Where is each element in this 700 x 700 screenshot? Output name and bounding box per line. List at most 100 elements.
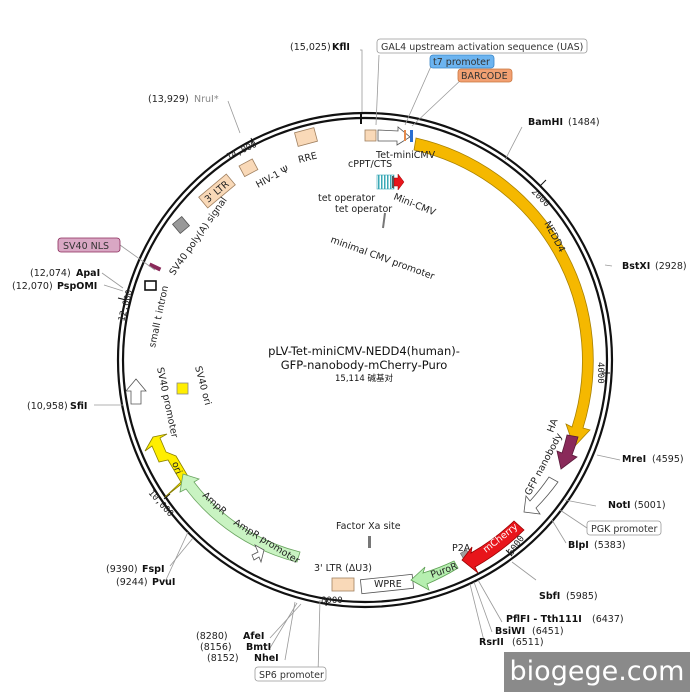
sv40-nls-marker xyxy=(148,262,162,272)
site-nhei[interactable]: NheI xyxy=(254,653,279,664)
ltr3-label: 3' LTR (ΔU3) xyxy=(314,563,372,574)
barcode-callout-label[interactable]: BARCODE xyxy=(461,71,508,82)
leader-lines xyxy=(94,49,621,675)
puror-label: PuroR xyxy=(429,561,459,581)
site-noti[interactable]: NotI xyxy=(608,500,631,511)
site-pspomi-pos: (12,070) xyxy=(12,281,53,292)
site-rsrii-pos: (6511) xyxy=(512,637,544,648)
rre-box[interactable] xyxy=(294,127,318,147)
site-pflfi[interactable]: PflFI - Tth111I xyxy=(506,614,582,625)
ampr-promoter-arrow[interactable] xyxy=(251,544,265,564)
site-bstxi[interactable]: BstXI xyxy=(622,261,650,272)
mini-cmv-arrow[interactable] xyxy=(393,173,405,191)
site-bmti-pos: (8156) xyxy=(200,642,232,653)
small-t-intron-label: small t intron xyxy=(147,285,171,349)
uas-callout-box xyxy=(376,38,588,54)
tet-operator-stack[interactable] xyxy=(376,174,395,190)
tick-label: 4000 xyxy=(595,362,605,384)
tick-label: 8000 xyxy=(321,596,343,606)
minimal-cmv-label: minimal CMV promoter xyxy=(329,234,436,282)
site-afei[interactable]: AfeI xyxy=(243,631,264,642)
watermark: biogege.com xyxy=(504,652,690,692)
mcherry-arrow[interactable] xyxy=(461,520,525,574)
uas-callout-label[interactable]: GAL4 upstream activation sequence (UAS) xyxy=(381,42,583,53)
site-nhei-pos: (8152) xyxy=(207,653,239,664)
site-afei-pos: (8280) xyxy=(196,631,228,642)
hiv-psi-label: HIV-1 Ψ xyxy=(254,164,291,191)
ha-label: HA xyxy=(545,417,560,434)
tick-mark xyxy=(163,493,171,500)
backbone-outer xyxy=(116,111,614,609)
site-fspi-pos: (9390) xyxy=(106,564,138,575)
small-t-intron-box[interactable] xyxy=(144,280,157,291)
site-mrei[interactable]: MreI xyxy=(622,454,646,465)
site-apai-pos: (12,074) xyxy=(30,268,71,279)
site-blpi[interactable]: BlpI xyxy=(568,540,589,551)
pgk-callout-box xyxy=(586,520,662,536)
barcode-callout-box xyxy=(457,68,513,83)
ltr3-box[interactable] xyxy=(331,577,355,592)
site-mrei-pos: (4595) xyxy=(652,454,684,465)
tick-mark xyxy=(539,179,547,187)
site-pvui[interactable]: PvuI xyxy=(152,577,175,588)
tick-label: 12,000 xyxy=(117,289,135,323)
sv40-promoter-arrow[interactable] xyxy=(125,378,147,405)
backbone-inner xyxy=(121,116,609,604)
site-rsrii[interactable]: RsrII xyxy=(479,637,504,648)
site-bmti[interactable]: BmtI xyxy=(246,642,271,653)
site-apai[interactable]: ApaI xyxy=(76,268,100,279)
site-noti-pos: (5001) xyxy=(634,500,666,511)
site-bstxi-pos: (2928) xyxy=(655,261,687,272)
site-nrui[interactable]: NruI* xyxy=(194,94,219,105)
sv40-ori-box[interactable] xyxy=(176,382,189,395)
gfp-nanobody-arrow[interactable] xyxy=(523,476,559,515)
tet-operator-label-1: tet operator xyxy=(318,193,375,204)
tick-mark xyxy=(325,597,328,607)
tet-operator-label-2: tet operator xyxy=(335,204,392,215)
t7-callout-label[interactable]: t7 promoter xyxy=(433,57,490,68)
ori-arrow[interactable] xyxy=(144,433,190,498)
t7-marker xyxy=(410,130,413,142)
sv40-nls-callout-label[interactable]: SV40 NLS xyxy=(63,241,109,252)
sv40-nls-callout-box xyxy=(57,237,121,253)
sp6-callout-box xyxy=(254,666,327,682)
factor-xa-marker xyxy=(368,536,371,548)
site-blpi-pos: (5383) xyxy=(594,540,626,551)
tet-minicmv-label: Tet-miniCMV xyxy=(375,150,436,161)
site-bsiwi[interactable]: BsiWI xyxy=(495,626,525,637)
plasmid-size: 15,114 碱基对 xyxy=(335,373,393,384)
site-bamhi[interactable]: BamHI xyxy=(528,117,563,128)
puror-arrow[interactable] xyxy=(410,560,459,591)
hiv-psi-box[interactable] xyxy=(238,158,259,178)
pgk-callout-label[interactable]: PGK promoter xyxy=(591,524,658,535)
sp6-callout-label[interactable]: SP6 promoter xyxy=(259,670,324,681)
sv40-promoter-label: SV40 promoter xyxy=(154,366,180,439)
tick-mark xyxy=(505,549,513,557)
mini-cmv-marker xyxy=(392,176,394,188)
site-pspomi[interactable]: PspOMI xyxy=(57,281,97,292)
ltr5-box[interactable] xyxy=(198,173,236,209)
tet-minicmv-arrow[interactable] xyxy=(377,126,411,146)
factor-xa-label: Factor Xa site xyxy=(336,521,401,532)
ampr-promoter-label: AmpR promoter xyxy=(231,517,301,566)
cppt-box[interactable] xyxy=(364,129,377,142)
site-sfii[interactable]: SfiI xyxy=(70,401,87,412)
site-sbfi[interactable]: SbfI xyxy=(539,591,560,602)
site-kfli[interactable]: KflI xyxy=(332,42,350,53)
rre-label: RRE xyxy=(297,151,318,166)
site-bamhi-pos: (1484) xyxy=(568,117,600,128)
mini-cmv-label: Mini-CMV xyxy=(392,192,438,219)
barcode-marker xyxy=(404,130,406,141)
site-sbfi-pos: (5985) xyxy=(566,591,598,602)
plasmid-title-line1: pLV-Tet-miniCMV-NEDD4(human)- xyxy=(268,344,460,358)
site-bsiwi-pos: (6451) xyxy=(532,626,564,637)
ampr-arrow[interactable] xyxy=(179,473,301,563)
tick-mark xyxy=(250,137,255,147)
sv40-polya-box[interactable] xyxy=(171,215,191,235)
nedd4-feature[interactable] xyxy=(413,137,594,448)
site-fspi[interactable]: FspI xyxy=(142,564,164,575)
site-kfli-pos: (15,025) xyxy=(290,42,331,53)
ha-tag-arrow[interactable] xyxy=(556,434,579,470)
ori-label: ori xyxy=(169,460,184,475)
